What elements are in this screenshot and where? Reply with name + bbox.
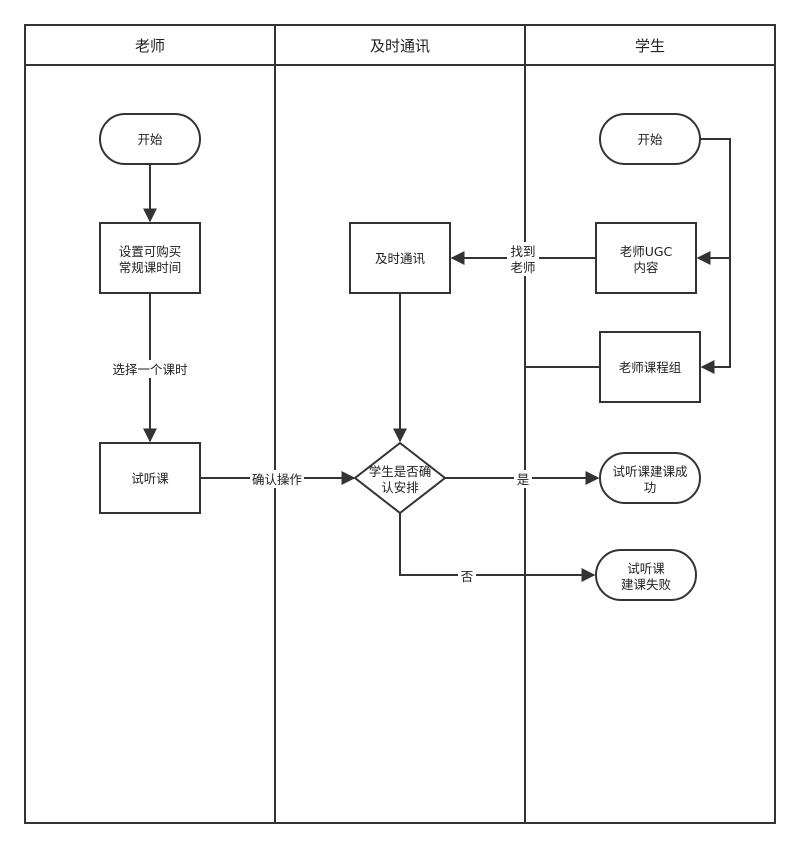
svg-text:设置可购买: 设置可购买 [119, 244, 182, 259]
svg-text:学生是否确: 学生是否确 [369, 464, 432, 479]
edge-label-no: 否 [458, 567, 476, 585]
svg-text:建课失败: 建课失败 [621, 577, 672, 592]
lane-title-student: 学生 [635, 37, 665, 55]
svg-text:选择一个课时: 选择一个课时 [112, 362, 188, 377]
svg-text:功: 功 [644, 480, 657, 495]
svg-text:常规课时间: 常规课时间 [119, 260, 182, 275]
node-teacher-ugc: 老师UGC 内容 [595, 222, 697, 294]
lane-title-comm: 及时通讯 [370, 37, 430, 55]
node-instant-messaging: 及时通讯 [349, 222, 451, 294]
node-trial-success: 试听课建课成 功 [599, 452, 701, 504]
svg-text:试听课: 试听课 [131, 471, 169, 486]
edge-label-find-teacher: 找到 老师 [507, 242, 539, 276]
svg-text:是: 是 [517, 472, 530, 487]
swimlane-frame [24, 24, 776, 824]
node-teacher-start: 开始 [99, 113, 201, 165]
edge-label-select-hour: 选择一个课时 [108, 360, 192, 378]
node-teacher-course-group: 老师课程组 [599, 331, 701, 403]
node-set-course-time: 设置可购买 常规课时间 [99, 222, 201, 294]
edge-label-confirm-op: 确认操作 [250, 470, 304, 488]
svg-text:试听课建课成: 试听课建课成 [612, 464, 687, 479]
svg-text:开始: 开始 [137, 132, 163, 147]
node-student-start: 开始 [599, 113, 701, 165]
svg-text:找到: 找到 [510, 244, 535, 259]
svg-text:开始: 开始 [637, 132, 663, 147]
svg-text:认安排: 认安排 [381, 480, 419, 495]
node-trial-lesson: 试听课 [99, 442, 201, 514]
svg-text:及时通讯: 及时通讯 [375, 251, 426, 266]
node-confirm-decision: 学生是否确 认安排 [353, 441, 447, 515]
svg-text:老师: 老师 [510, 260, 535, 275]
svg-text:试听课: 试听课 [627, 561, 665, 576]
svg-text:否: 否 [461, 569, 474, 584]
svg-text:确认操作: 确认操作 [252, 472, 303, 487]
node-trial-fail: 试听课 建课失败 [595, 549, 697, 601]
edge-label-yes: 是 [514, 470, 532, 488]
edge-confirm-to-fail [399, 513, 596, 582]
svg-text:内容: 内容 [633, 260, 658, 275]
svg-text:老师UGC: 老师UGC [620, 244, 673, 259]
lane-title-teacher: 老师 [135, 37, 165, 55]
edge-student-start-to-group [700, 138, 731, 374]
svg-text:老师课程组: 老师课程组 [619, 360, 682, 375]
